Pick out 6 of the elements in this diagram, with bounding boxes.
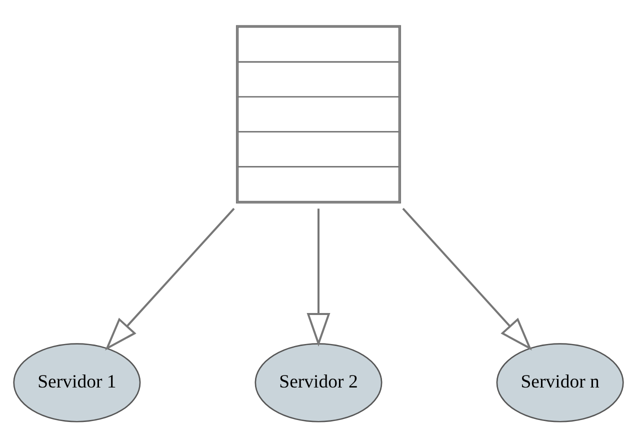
arrow [105, 208, 235, 350]
node-ellipse: Servidor 2 [254, 343, 382, 422]
arrow [402, 208, 532, 350]
arrow [306, 208, 330, 347]
node-ellipse: Servidor n [496, 343, 624, 422]
node-ellipse: Servidor 1 [13, 343, 141, 422]
